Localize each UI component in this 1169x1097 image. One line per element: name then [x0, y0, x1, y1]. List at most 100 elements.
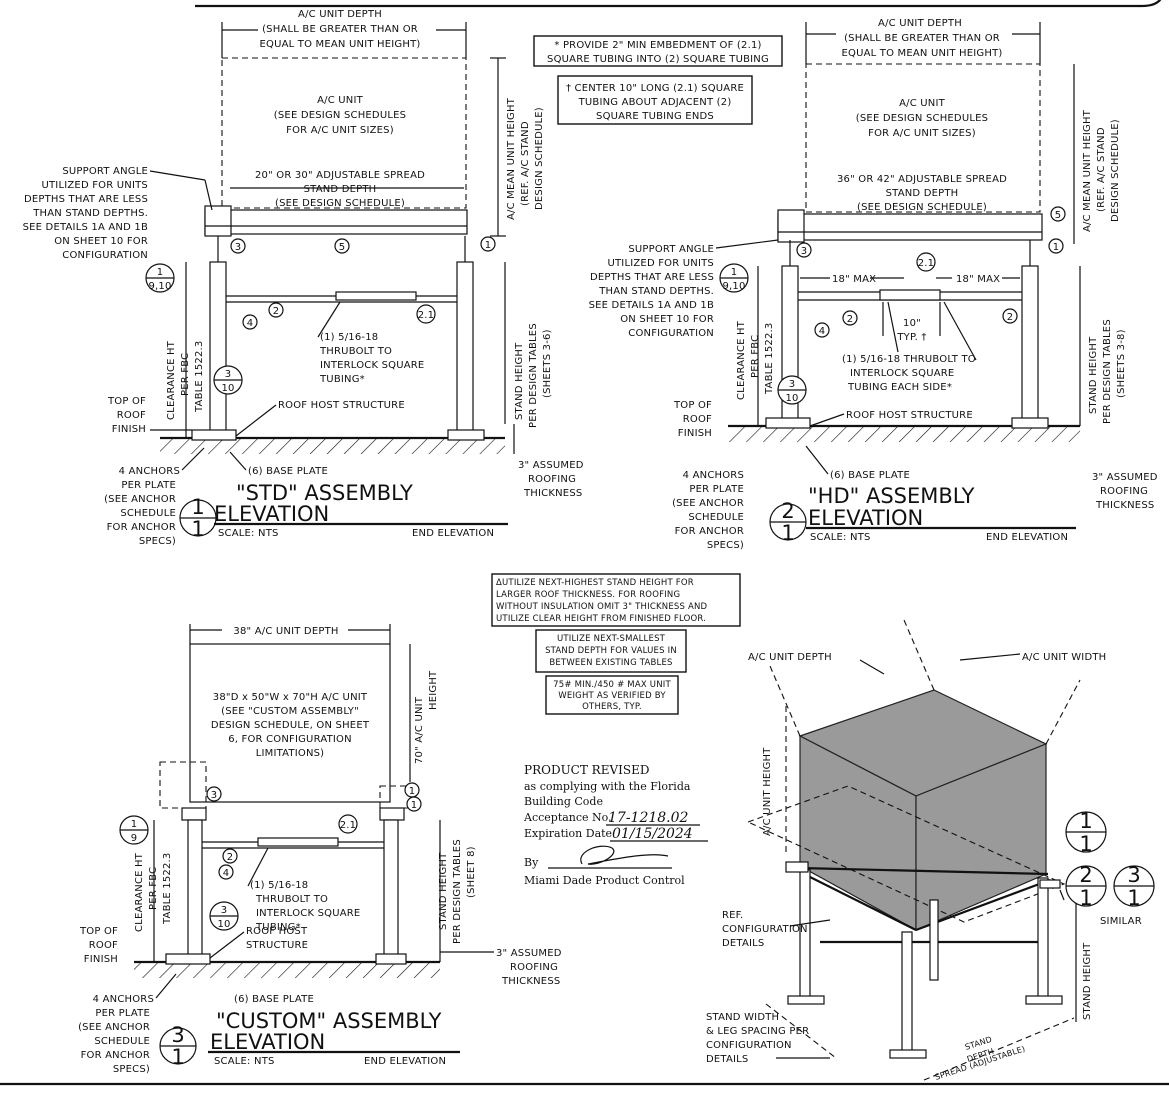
- std-ref-detail-1: 1: [157, 267, 164, 278]
- hd-assembly-elevation: A/C UNIT DEPTH (SHALL BE GREATER THAN OR…: [589, 18, 1158, 551]
- custom-assumed-2: ROOFING: [510, 962, 558, 973]
- stamp-expiration-value: 01/15/2024: [612, 826, 693, 842]
- custom-roof-host-1: ROOF HOST: [246, 926, 308, 937]
- hd-anchors-4: SCHEDULE: [688, 512, 744, 523]
- std-callout-5: 5: [339, 242, 346, 253]
- iso-stand-width-2: & LEG SPACING PER: [706, 1026, 809, 1037]
- std-spread-3: (SEE DESIGN SCHEDULE): [275, 198, 405, 209]
- hd-thrubolt-3: TUBING EACH SIDE*: [847, 382, 952, 393]
- std-anchors-3: (SEE ANCHOR: [104, 494, 176, 505]
- hd-end-elevation: END ELEVATION: [986, 532, 1068, 543]
- note-embed-2: SQUARE TUBING INTO (2) SQUARE TUBING: [547, 54, 769, 65]
- std-clearance-3: TABLE 1522.3: [194, 341, 205, 414]
- hd-support-7: CONFIGURATION: [628, 328, 714, 339]
- hd-support-1: SUPPORT ANGLE: [628, 244, 714, 255]
- std-support-1: SUPPORT ANGLE: [62, 166, 148, 177]
- custom-ref-detail-3: 3: [221, 905, 228, 916]
- hd-anchors-2: PER PLATE: [689, 484, 744, 495]
- custom-stand-height-2: PER DESIGN TABLES: [452, 839, 463, 944]
- note-center-3: SQUARE TUBING ENDS: [596, 111, 714, 122]
- custom-assembly-elevation: 38" A/C UNIT DEPTH 38"D x 50"W x 70"H A/…: [78, 624, 562, 1075]
- std-base-plate: (6) BASE PLATE: [248, 466, 328, 477]
- hd-spread-1: 36" OR 42" ADJUSTABLE SPREAD: [837, 174, 1007, 185]
- custom-unit-2: (SEE "CUSTOM ASSEMBLY": [221, 706, 359, 717]
- note-roof-4: UTILIZE CLEAR HEIGHT FROM FINISHED FLOOR…: [496, 614, 706, 624]
- hd-support-6: ON SHEET 10 FOR: [620, 314, 714, 325]
- std-ac-unit-outline: [221, 57, 467, 209]
- custom-callout-1a: 1: [409, 786, 416, 797]
- note-weight-1: 75# MIN./450 # MAX UNIT: [553, 680, 671, 690]
- hd-callout-5: 5: [1055, 210, 1062, 221]
- std-support-4: THAN STAND DEPTHS.: [32, 208, 148, 219]
- iso-config-1: REF.: [722, 910, 743, 921]
- iso-callout-1-num: 1: [1079, 809, 1092, 833]
- custom-stand-height-1: STAND HEIGHT: [438, 852, 449, 930]
- custom-roof-finish-1: TOP OF: [79, 926, 118, 937]
- hd-unit-2: (SEE DESIGN SCHEDULES: [856, 113, 988, 124]
- hd-max-right: 18" MAX: [956, 274, 1000, 285]
- custom-unit-1: 38"D x 50"W x 70"H A/C UNIT: [213, 692, 368, 703]
- std-clearance-1: CLEARANCE HT: [166, 340, 177, 420]
- hd-callout-3: 3: [801, 246, 808, 257]
- std-spread-2: STAND DEPTH: [304, 184, 377, 195]
- custom-thrubolt-1: (1) 5/16-18: [250, 880, 308, 891]
- hd-stand-height-3: (SHEETS 3-8): [1116, 329, 1127, 398]
- iso-unit-width: A/C UNIT WIDTH: [1022, 652, 1106, 663]
- hd-roof-finish-1: TOP OF: [673, 400, 712, 411]
- hd-unit-depth-3: EQUAL TO MEAN UNIT HEIGHT): [841, 48, 1002, 59]
- custom-unit-height-2: HEIGHT: [428, 670, 439, 710]
- note-roof-1: ΔUTILIZE NEXT-HIGHEST STAND HEIGHT FOR: [496, 578, 694, 588]
- hd-spread-3: (SEE DESIGN SCHEDULE): [857, 202, 987, 213]
- std-unit-depth-3: EQUAL TO MEAN UNIT HEIGHT): [259, 39, 420, 50]
- std-support-7: CONFIGURATION: [62, 250, 148, 261]
- std-ref-sheet-10: 10: [221, 383, 234, 394]
- isometric-stand-view: A/C UNIT DEPTH A/C UNIT WIDTH A/C UNIT H…: [706, 619, 1155, 1082]
- note-roof-2: LARGER ROOF THICKNESS. FOR ROOFING: [496, 590, 680, 600]
- note-center-2: TUBING ABOUT ADJACENT (2): [578, 97, 732, 108]
- custom-title-elevation: ELEVATION: [210, 1030, 325, 1054]
- custom-roof-finish-2: ROOF: [89, 940, 118, 951]
- iso-callout-2-sheet: 1: [1079, 886, 1092, 910]
- sheet-border: [195, 0, 1162, 8]
- std-roof-finish-1: TOP OF: [107, 396, 146, 407]
- iso-config-3: DETAILS: [722, 938, 764, 949]
- hd-callout-2a: 2: [847, 314, 854, 325]
- std-mean-height-1: A/C MEAN UNIT HEIGHT: [506, 97, 517, 220]
- note-weight-3: OTHERS, TYP.: [582, 702, 642, 712]
- hd-support-4: THAN STAND DEPTHS.: [598, 286, 714, 297]
- std-callout-21: 2.1: [418, 310, 435, 321]
- std-callout-4: 4: [247, 318, 254, 329]
- custom-callout-4: 4: [223, 868, 230, 879]
- hd-callout-4: 4: [819, 326, 826, 337]
- std-stand-height-2: PER DESIGN TABLES: [528, 323, 539, 428]
- custom-thrubolt-2: THRUBOLT TO: [255, 894, 328, 905]
- hd-support-3: DEPTHS THAT ARE LESS: [590, 272, 714, 283]
- hd-clearance-3: TABLE 1522.3: [764, 323, 775, 396]
- hd-callout-2b: 2: [1007, 312, 1014, 323]
- custom-anchors-5: FOR ANCHOR: [81, 1050, 150, 1061]
- custom-callout-3: 3: [211, 790, 218, 801]
- hd-thrubolt-1: (1) 5/16-18 THRUBOLT TO: [842, 354, 976, 365]
- notes-center: * PROVIDE 2" MIN EMBEDMENT OF (2.1) SQUA…: [533, 35, 783, 125]
- note-weight-2: WEIGHT AS VERIFIED BY: [558, 691, 666, 701]
- std-support-3: DEPTHS THAT ARE LESS: [24, 194, 148, 205]
- hd-base-plate: (6) BASE PLATE: [830, 470, 910, 481]
- std-roof-host: ROOF HOST STRUCTURE: [278, 400, 405, 411]
- std-anchors-1: 4 ANCHORS: [119, 466, 180, 477]
- std-support-6: ON SHEET 10 FOR: [54, 236, 148, 247]
- std-anchors-4: SCHEDULE: [120, 508, 176, 519]
- std-thrubolt-4: TUBING*: [319, 374, 365, 385]
- hd-assumed-1: 3" ASSUMED: [1092, 472, 1158, 483]
- std-thrubolt-3: INTERLOCK SQUARE: [320, 360, 424, 371]
- custom-assumed-3: THICKNESS: [501, 976, 560, 987]
- stamp-control: Miami Dade Product Control: [524, 874, 685, 887]
- custom-callout-21: 2.1: [340, 820, 357, 831]
- hd-anchors-6: SPECS): [707, 540, 744, 551]
- hd-anchors-1: 4 ANCHORS: [683, 470, 744, 481]
- custom-unit-height-1: 70" A/C UNIT: [414, 696, 425, 764]
- custom-anchors-4: SCHEDULE: [94, 1036, 150, 1047]
- custom-clearance-3: TABLE 1522.3: [162, 853, 173, 926]
- custom-clearance-2: PER FBC: [148, 867, 159, 910]
- note-depth-1: UTILIZE NEXT-SMALLEST: [557, 634, 666, 644]
